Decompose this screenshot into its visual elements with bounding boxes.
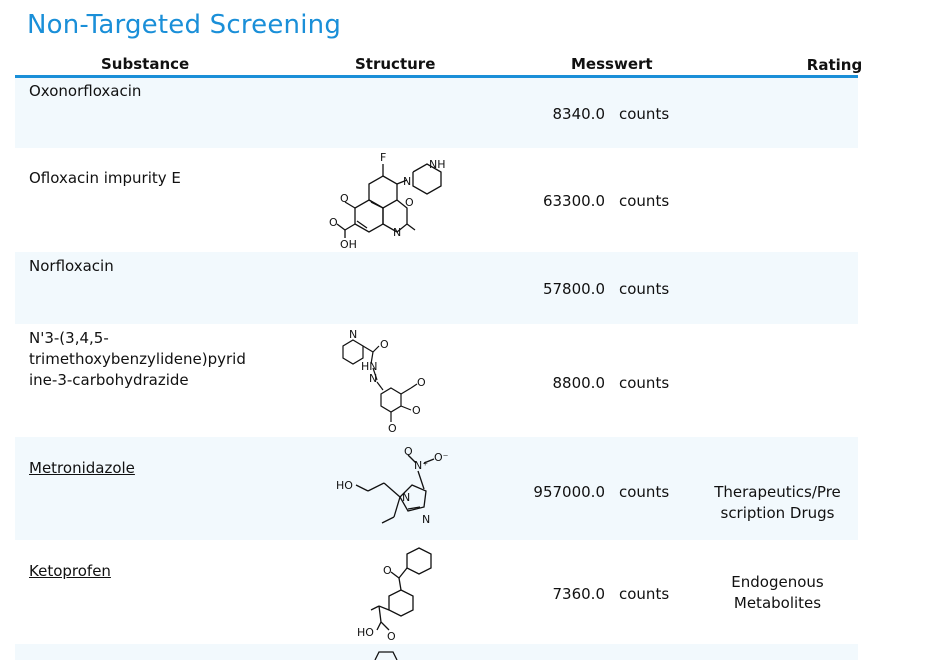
messwert-value: 8800.0: [552, 374, 606, 392]
structure-trimethoxybenzylidene-carbohydrazide: N O HN N O O O: [333, 330, 453, 434]
messwert-value: 63300.0: [542, 192, 605, 210]
atom-label: O: [380, 338, 389, 351]
substance-name-link[interactable]: Ketoprofen: [29, 562, 111, 580]
atom-label: HO: [357, 626, 374, 639]
messwert-unit: counts: [619, 374, 670, 392]
column-header-structure: Structure: [355, 55, 436, 73]
structure-ofloxacin-impurity-e: F NH N N O O O OH: [323, 150, 473, 250]
rating-line: Metabolites: [733, 594, 822, 612]
table-row: Metronidazole O N⁺ O⁻ HO: [15, 437, 858, 540]
atom-label: O: [329, 216, 338, 229]
atom-label: O: [387, 630, 396, 643]
structure-drawing: F NH N N O O O OH: [329, 151, 446, 250]
structure-metronidazole: O N⁺ O⁻ HO N N: [320, 443, 470, 537]
atom-label: N: [349, 330, 357, 341]
messwert-unit: counts: [619, 483, 670, 501]
table-row: Ofloxacin impurity E: [15, 148, 858, 252]
rating-line: scription Drugs: [720, 504, 835, 522]
column-header-rating: Rating: [806, 56, 863, 74]
substance-name-link[interactable]: Metronidazole: [29, 459, 135, 477]
rating-label: Endogenous Metabolites: [695, 572, 860, 614]
substance-name-line: trimethoxybenzylidene)pyrid: [29, 350, 246, 368]
atom-label: F: [380, 151, 386, 164]
rating-label: Therapeutics/Pre scription Drugs: [695, 482, 860, 524]
column-header-messwert: Messwert: [571, 55, 653, 73]
substance-name: Norfloxacin: [29, 257, 114, 275]
substance-name: Ofloxacin impurity E: [29, 169, 181, 187]
atom-label: O: [404, 445, 413, 458]
substance-name: N'3-(3,4,5- trimethoxybenzylidene)pyrid …: [29, 328, 246, 391]
messwert-value: 957000.0: [533, 483, 605, 501]
table-row: N'3-(3,4,5- trimethoxybenzylidene)pyrid …: [15, 324, 858, 437]
atom-label: N: [422, 513, 430, 526]
atom-label: N: [369, 372, 377, 385]
structure-drawing: N O HN N O O O: [342, 330, 426, 434]
atom-label: N⁺: [414, 459, 428, 472]
table-header: Substance Structure Messwert Rating: [15, 55, 862, 78]
atom-label: O: [417, 376, 426, 389]
messwert-unit: counts: [619, 105, 670, 123]
page-title: Non-Targeted Screening: [27, 10, 342, 40]
atom-label: O: [388, 422, 397, 434]
structure-partial: [371, 648, 401, 660]
rating-line: Endogenous: [731, 573, 824, 591]
substance-name-line: N'3-(3,4,5-: [29, 329, 109, 347]
messwert-unit: counts: [619, 280, 670, 298]
atom-label: O: [405, 196, 414, 209]
atom-label: NH: [429, 158, 446, 171]
atom-label: HN: [361, 360, 378, 373]
substance-name: Oxonorfloxacin: [29, 82, 142, 100]
atom-label: O: [383, 564, 392, 577]
table-row-partial: [15, 644, 858, 660]
atom-label: N: [393, 226, 401, 239]
table-row: Oxonorfloxacin 8340.0 counts: [15, 78, 858, 148]
atom-label: OH: [340, 238, 357, 250]
structure-drawing: O HO O: [357, 547, 432, 643]
messwert-value: 57800.0: [542, 280, 605, 298]
table-row: Ketoprofen O HO O 73: [15, 540, 858, 644]
atom-label: O⁻: [434, 451, 449, 464]
table-row: Norfloxacin 57800.0 counts: [15, 252, 858, 324]
atom-label: N: [402, 491, 410, 504]
atom-label: N: [403, 175, 411, 188]
messwert-value: 7360.0: [552, 585, 606, 603]
rating-line: Therapeutics/Pre: [714, 483, 841, 501]
messwert-value: 8340.0: [552, 105, 606, 123]
column-header-substance: Substance: [101, 55, 190, 73]
structure-drawing: [374, 651, 398, 660]
structure-drawing: O N⁺ O⁻ HO N N: [336, 445, 449, 526]
atom-label: HO: [336, 479, 353, 492]
substance-name-line: ine-3-carbohydrazide: [29, 371, 189, 389]
messwert-unit: counts: [619, 585, 670, 603]
atom-label: O: [340, 192, 349, 205]
messwert-unit: counts: [619, 192, 670, 210]
atom-label: O: [412, 404, 421, 417]
structure-ketoprofen: O HO O: [347, 544, 457, 644]
